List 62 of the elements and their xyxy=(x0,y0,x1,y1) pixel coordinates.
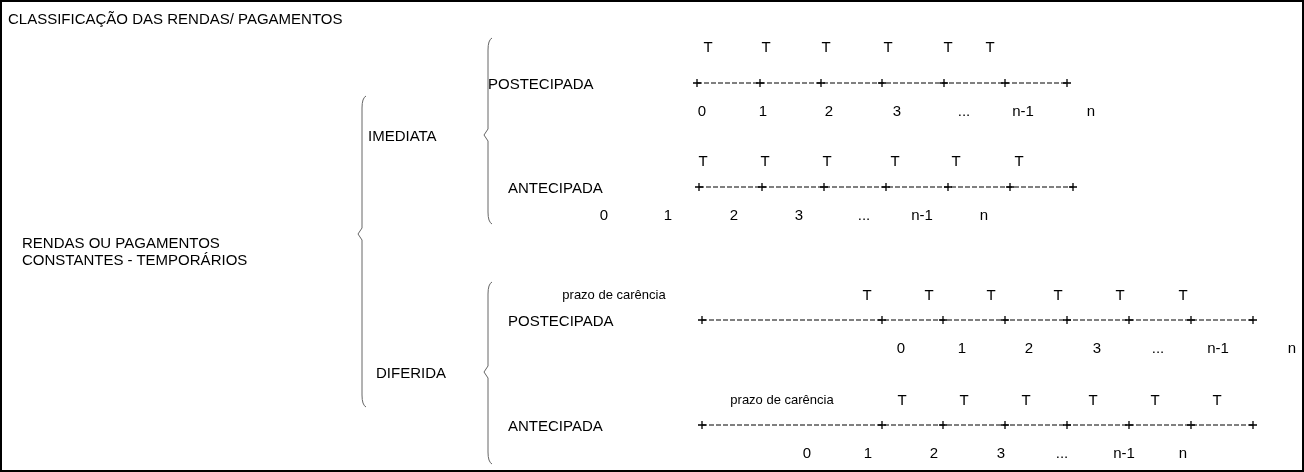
axis-value-label: ... xyxy=(957,101,971,119)
axis-value-label: T xyxy=(1088,390,1098,408)
category-label: DIFERIDA xyxy=(376,363,446,381)
axis-value-label: T xyxy=(698,151,708,169)
axis-value-label: T xyxy=(1014,151,1024,169)
axis-value-label: T xyxy=(883,37,893,55)
axis-value-label: 3 xyxy=(892,101,902,119)
axis-value-label: 0 xyxy=(896,338,906,356)
axis-value-label: T xyxy=(986,285,996,303)
axis-value-label: 1 xyxy=(863,443,873,461)
category-label: ANTECIPADA xyxy=(508,416,603,434)
axis-value-label: n-1 xyxy=(1207,338,1229,356)
axis-value-label: n xyxy=(979,205,989,223)
axis-value-label: 3 xyxy=(1092,338,1102,356)
axis-value-label: ... xyxy=(1055,443,1069,461)
axis-value-label: T xyxy=(1178,285,1188,303)
axis-value-label: 3 xyxy=(794,205,804,223)
axis-value-label: 2 xyxy=(929,443,939,461)
axis-value-label: n xyxy=(1086,101,1096,119)
axis-value-label: T xyxy=(1021,390,1031,408)
axis-value-label: T xyxy=(959,390,969,408)
axis-value-label: ... xyxy=(1151,338,1165,356)
period-label: prazo de carência xyxy=(562,285,666,303)
axis-value-label: T xyxy=(924,285,934,303)
axis-value-label: n-1 xyxy=(911,205,933,223)
axis-value-label: 0 xyxy=(599,205,609,223)
axis-value-label: T xyxy=(1053,285,1063,303)
period-label: prazo de carência xyxy=(730,390,834,408)
axis-value-label: T xyxy=(821,37,831,55)
category-label: RENDAS OU PAGAMENTOS CONSTANTES - TEMPORÁRIOS xyxy=(22,234,249,268)
axis-value-label: 0 xyxy=(697,101,707,119)
axis-value-label: 1 xyxy=(758,101,768,119)
diagram-title: CLASSIFICAÇÃO DAS RENDAS/ PAGAMENTOS xyxy=(8,9,343,27)
axis-value-label: 0 xyxy=(802,443,812,461)
axis-value-label: T xyxy=(1150,390,1160,408)
axis-value-label: T xyxy=(890,151,900,169)
axis-value-label: T xyxy=(943,37,953,55)
category-label: IMEDIATA xyxy=(368,126,437,144)
category-label: ANTECIPADA xyxy=(508,178,603,196)
axis-value-label: T xyxy=(897,390,907,408)
axis-value-label: n-1 xyxy=(1113,443,1135,461)
axis-value-label: T xyxy=(822,151,832,169)
category-label: POSTECIPADA xyxy=(488,74,594,92)
axis-value-label: 3 xyxy=(996,443,1006,461)
axis-value-label: ... xyxy=(857,205,871,223)
axis-value-label: n xyxy=(1287,338,1297,356)
axis-value-label: 2 xyxy=(729,205,739,223)
axis-value-label: T xyxy=(703,37,713,55)
axis-value-label: 2 xyxy=(824,101,834,119)
axis-value-label: T xyxy=(761,37,771,55)
axis-value-label: n-1 xyxy=(1012,101,1034,119)
category-label: POSTECIPADA xyxy=(508,311,614,329)
axis-value-label: T xyxy=(1115,285,1125,303)
axis-value-label: 1 xyxy=(957,338,967,356)
axis-value-label: T xyxy=(951,151,961,169)
axis-value-label: T xyxy=(862,285,872,303)
axis-value-label: T xyxy=(1212,390,1222,408)
axis-value-label: T xyxy=(985,37,995,55)
axis-value-label: 1 xyxy=(663,205,673,223)
axis-value-label: n xyxy=(1178,443,1188,461)
axis-value-label: 2 xyxy=(1024,338,1034,356)
axis-value-label: T xyxy=(760,151,770,169)
